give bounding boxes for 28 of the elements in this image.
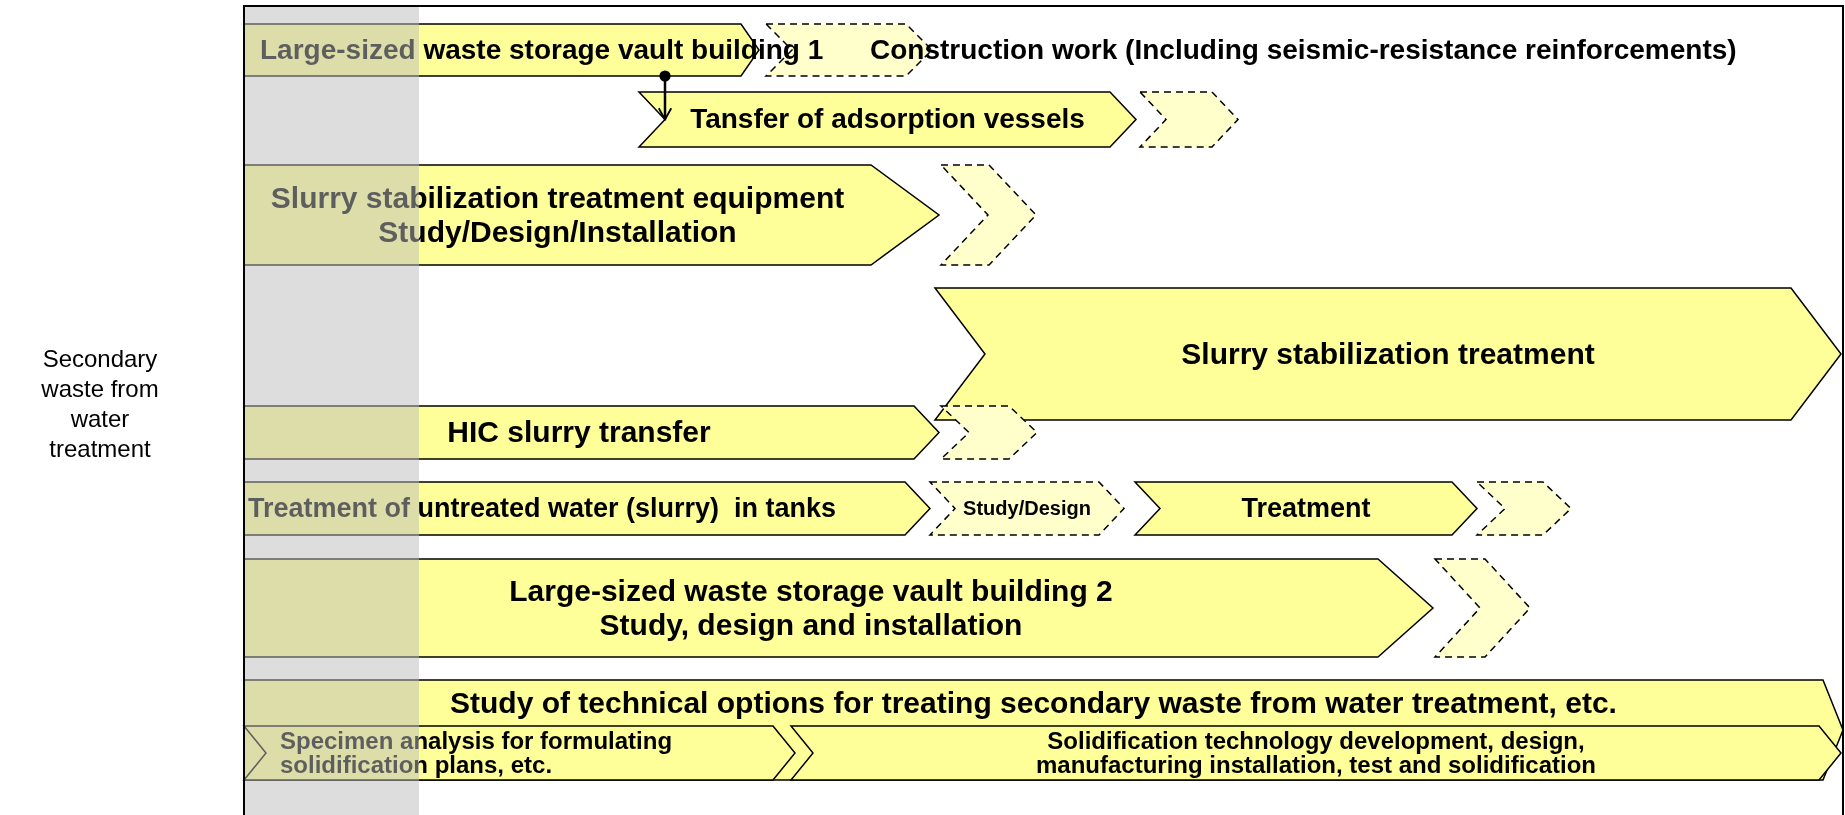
task-label: Study of technical options for treating secondary waste from water treatment, etc. [450,685,1617,721]
task-label: Solidification technology development, design, manufacturing installation, test and solidification [1034,729,1598,777]
task-bar [244,680,1843,780]
task-bar [244,559,1433,657]
continuation-bar [1140,92,1238,147]
task-label: Study/Design [963,497,1091,520]
row-heading: Secondary waste from water treatment [40,344,160,464]
task-label: Slurry stabilization treatment equipment Study/Design/Installation [269,180,846,250]
task-label: Construction work (Including seismic-resistance reinforcements) [870,33,1737,67]
task-label: Slurry stabilization treatment [1181,336,1595,372]
arrow [657,70,673,121]
continuation-bar [930,482,1124,535]
task-label: Treatment [1241,492,1371,524]
continuation-bar [941,406,1037,459]
task-label: HIC slurry transfer [447,415,711,450]
task-bar [791,726,1841,780]
task-bar [639,92,1136,147]
task-bar [244,406,939,459]
task-label: Specimen analysis for formulating solidification plans, etc. [280,729,674,777]
task-bar [244,482,930,535]
task-bar [244,165,939,265]
continuation-bar [1477,482,1571,535]
task-label: Large-sized waste storage vault building 2 Study, design and installation [508,573,1114,643]
task-bar [1135,482,1477,535]
task-bar [935,288,1841,420]
task-bar [244,726,795,780]
task-label: Tansfer of adsorption vessels [690,103,1085,136]
task-label: Treatment of untreated water (slurry) in tanks [248,492,837,524]
